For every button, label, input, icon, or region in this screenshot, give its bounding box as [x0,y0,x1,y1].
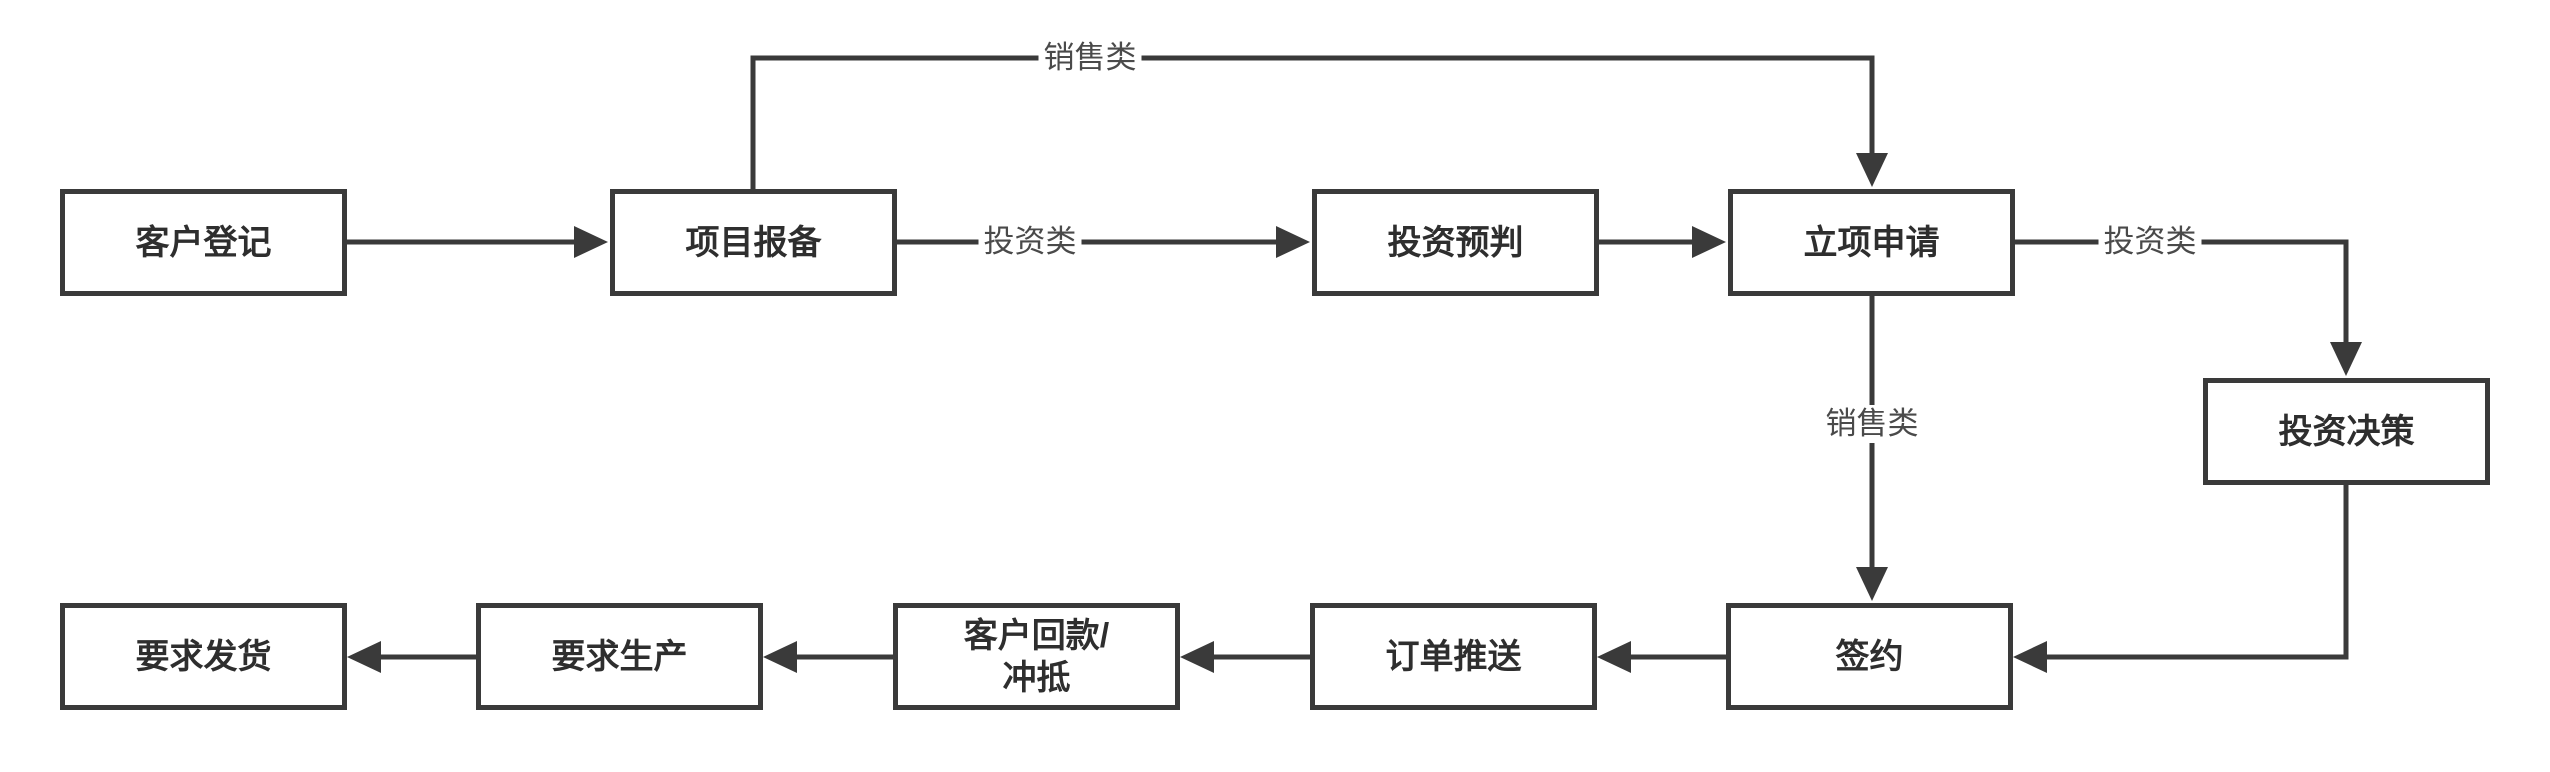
node-investment-decision: 投资决策 [2203,378,2490,485]
edge-label-invest-application-decision: 投资类 [2098,223,2202,261]
node-investment-prejudgment: 投资预判 [1312,189,1599,296]
node-label: 项目报备 [685,223,822,262]
node-shipment-request: 要求发货 [60,603,347,710]
connector-application-to-decision-invest [2015,239,2362,376]
connector-prejudge-to-application [1599,226,1726,258]
node-label: 要求发货 [135,637,272,676]
node-label-line-1: 客户回款/ [963,616,1110,655]
connector-filing-to-application-sales [750,55,1888,189]
node-label: 立项申请 [1803,223,1940,262]
connector-application-to-signing-sales [1856,295,1888,601]
node-label: 签约 [1835,637,1904,676]
node-label: 投资决策 [2278,412,2415,451]
connector-orderpush-to-payment [1180,641,1310,673]
node-label-line-2: 冲抵 [1002,658,1071,697]
node-signing: 签约 [1726,603,2013,710]
connector-production-to-shipment [347,641,476,673]
node-project-application: 立项申请 [1728,189,2015,296]
edge-label-sales-top: 销售类 [1038,39,1142,77]
connector-filing-to-prejudge-invest [897,226,1310,258]
connector-signing-to-orderpush [1597,641,1726,673]
connector-payment-to-production [763,641,893,673]
node-label: 订单推送 [1385,637,1522,676]
node-customer-registration: 客户登记 [60,189,347,296]
edge-label-sales-application-signing: 销售类 [1820,405,1924,443]
connector-registration-to-filing [345,226,608,258]
node-customer-payment-offset: 客户回款/ 冲抵 [893,603,1180,710]
node-project-filing: 项目报备 [610,189,897,296]
node-order-push: 订单推送 [1310,603,1597,710]
node-production-request: 要求生产 [476,603,763,710]
edge-label-invest-filing-prejudge: 投资类 [978,223,1082,261]
node-label: 客户登记 [135,223,272,262]
node-label: 投资预判 [1387,223,1524,262]
connector-decision-to-signing [2013,484,2349,673]
node-label: 要求生产 [551,637,688,676]
